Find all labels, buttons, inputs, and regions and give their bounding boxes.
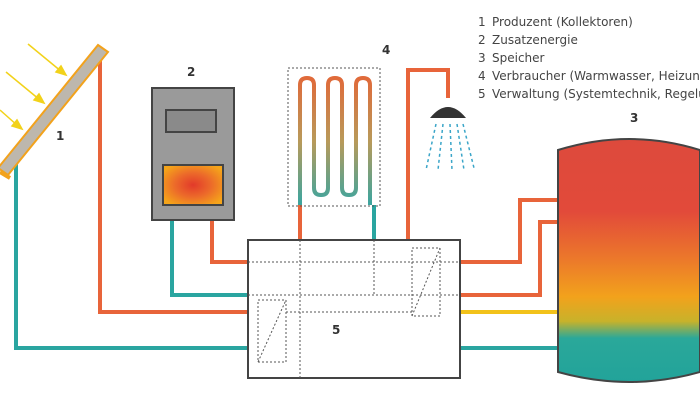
legend-text-3: Speicher (492, 51, 545, 65)
consumer-label: 4 (382, 43, 390, 57)
legend: 1 Produzent (Kollektoren) 2 Zusatzenergi… (478, 15, 700, 101)
collector-label: 1 (56, 129, 64, 143)
legend-num-1: 1 (478, 15, 486, 29)
pipe-tank-top (460, 198, 558, 264)
boiler (151, 87, 235, 221)
control-label: 5 (332, 323, 340, 337)
sun-rays (0, 43, 68, 131)
boiler-flame (162, 164, 224, 206)
radiator (287, 67, 381, 207)
legend-text-1: Produzent (Kollektoren) (492, 15, 633, 29)
solar-collector (0, 43, 110, 180)
legend-text-2: Zusatzenergie (492, 33, 578, 47)
pipe-collector-hot (98, 50, 248, 314)
pipe-shower (406, 68, 450, 240)
boiler-label: 2 (187, 65, 195, 79)
pipe-collector-cold (14, 158, 248, 350)
boiler-display (165, 109, 217, 133)
pipe-boiler-cold (170, 220, 248, 297)
storage-tank (557, 138, 700, 383)
legend-num-3: 3 (478, 51, 486, 65)
shower-head (425, 107, 475, 171)
legend-num-4: 4 (478, 69, 486, 83)
legend-num-5: 5 (478, 87, 486, 101)
legend-text-5: Verwaltung (Systemtechnik, Regelung) (492, 87, 700, 101)
legend-text-4: Verbraucher (Warmwasser, Heizung) (492, 69, 700, 83)
legend-num-2: 2 (478, 33, 486, 47)
pipe-boiler-hot (210, 220, 248, 264)
pipes (14, 50, 558, 350)
pipe-tank-mid (460, 220, 558, 297)
control-unit (247, 239, 461, 379)
storage-label: 3 (630, 111, 638, 125)
